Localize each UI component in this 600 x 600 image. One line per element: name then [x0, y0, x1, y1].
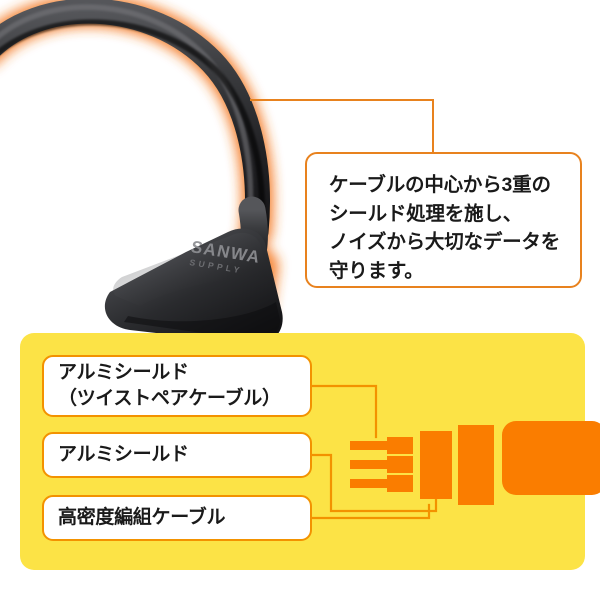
- product-photo: SANWA SUPPLY: [0, 0, 330, 345]
- cable-shadow: [0, 19, 265, 237]
- label-box-aluminum-shield: アルミシールド: [42, 432, 312, 478]
- shield-pin-wire-1: [350, 441, 410, 450]
- callout-text: ケーブルの中心から3重の シールド処理を施し、 ノイズから大切なデータを 守りま…: [329, 174, 561, 282]
- shield-pin-cap-1: [387, 437, 413, 454]
- shield-pin-cap-3: [387, 475, 413, 492]
- leader-line-3: [310, 503, 431, 520]
- shield-pin-cap-2: [387, 456, 413, 473]
- connector-housing-shape: [502, 421, 600, 495]
- cable-highlight: [0, 4, 254, 231]
- label-text: 高密度編組ケーブル: [58, 507, 226, 529]
- label-text: アルミシールド: [58, 444, 189, 466]
- leader-line-1: [310, 384, 378, 439]
- shield-layer-block-1: [420, 431, 452, 499]
- label-box-aluminum-shield-twisted-pair: アルミシールド （ツイストペアケーブル）: [42, 355, 312, 417]
- shield-pin-wire-3: [350, 479, 410, 488]
- connector-body: [104, 228, 283, 345]
- callout-box: ケーブルの中心から3重の シールド処理を施し、 ノイズから大切なデータを 守りま…: [305, 152, 582, 288]
- shield-layer-block-2: [458, 425, 494, 505]
- shield-pin-wire-2: [350, 460, 410, 469]
- cable-arc: [0, 0, 270, 245]
- label-box-high-density-braided-cable: 高密度編組ケーブル: [42, 495, 312, 541]
- shield-structure-panel: アルミシールド （ツイストペアケーブル） アルミシールド 高密度編組ケーブル: [20, 333, 600, 570]
- label-text: アルミシールド （ツイストペアケーブル）: [58, 362, 281, 409]
